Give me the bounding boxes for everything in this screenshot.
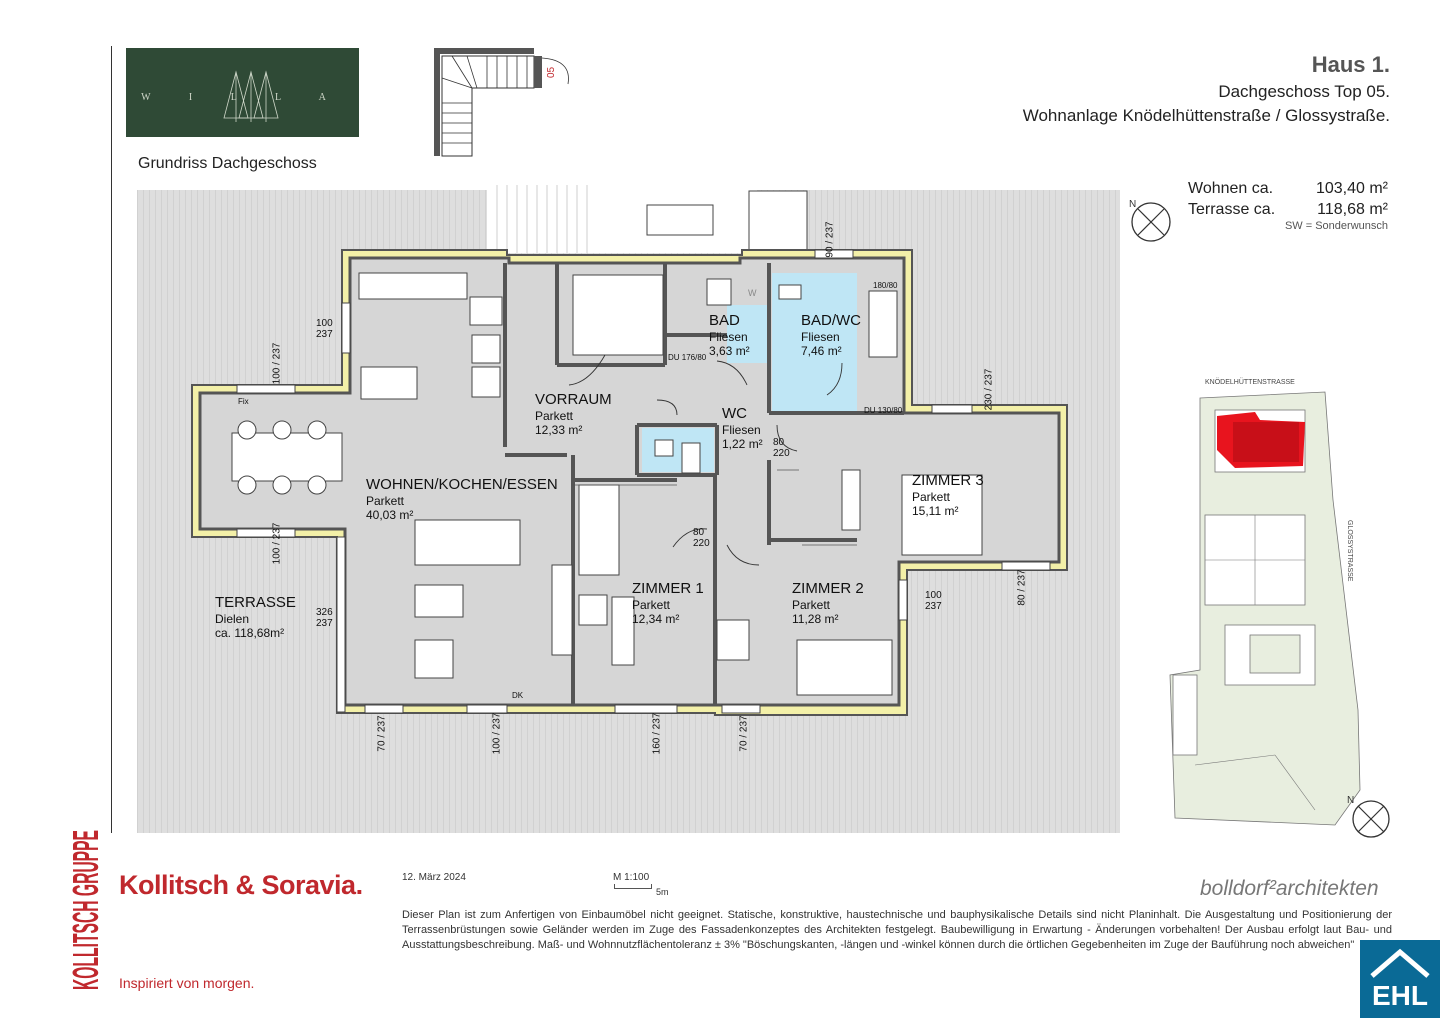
- area-row-terrasse: Terrasse ca. 118,68 m²: [1188, 201, 1388, 218]
- window-fix-label: Fix: [238, 397, 249, 406]
- plan-title: Grundriss Dachgeschoss: [138, 155, 317, 172]
- tree-icon: [223, 70, 279, 122]
- plan-scale: M 1:100: [613, 872, 650, 883]
- architect-logo: bolldorf²architekten: [1200, 877, 1379, 900]
- dim-label: 180/80: [873, 281, 898, 290]
- disclaimer: Dieser Plan ist zum Anfertigen von Einba…: [402, 909, 1392, 951]
- complex-name: Wohnanlage Knödelhüttenstraße / Glossyst…: [1022, 106, 1390, 125]
- house-icon: [1370, 948, 1430, 978]
- brand-name: Kollitsch & Soravia.: [119, 870, 363, 900]
- title-block: Haus 1. Dachgeschoss Top 05. Wohnanlage …: [1023, 52, 1390, 126]
- room-zimmer1: ZIMMER 1 Parkett 12,34 m²: [632, 580, 704, 627]
- window-dk-label: DK: [512, 691, 524, 700]
- site-plan: KNÖDELHÜTTENSTRASSE GLOSSYSTRASSE: [1169, 378, 1361, 826]
- wc-wet-area: [642, 428, 714, 472]
- bad-wet-area: [727, 305, 767, 363]
- washer-label: W: [748, 288, 757, 298]
- logo-text: W I L L A: [141, 92, 344, 103]
- floor-unit: Dachgeschoss Top 05.: [1218, 82, 1390, 101]
- site-north-arrow-icon: N: [1347, 795, 1390, 838]
- dim-label: DU 130/80: [864, 406, 903, 415]
- area-summary: Wohnen ca. 103,40 m² Terrasse ca. 118,68…: [1188, 178, 1388, 232]
- room-terrasse: TERRASSE Dielen ca. 118,68m²: [215, 594, 296, 641]
- willa-logo: W I L L A: [126, 48, 359, 137]
- dim-label: 70 / 237: [376, 715, 388, 752]
- dim-label: 100 / 237: [271, 522, 283, 565]
- street-label-2: GLOSSYSTRASSE: [1346, 520, 1353, 582]
- scale-bar: [614, 884, 652, 889]
- area-row-wohnen: Wohnen ca. 103,40 m²: [1188, 180, 1388, 197]
- scale-5m: 5m: [656, 887, 669, 897]
- room-wohnen: WOHNEN/KOCHEN/ESSEN Parkett 40,03 m²: [366, 476, 558, 523]
- dim-label: 100 / 237: [491, 712, 503, 755]
- room-badwc: BAD/WC Fliesen 7,46 m²: [801, 312, 861, 359]
- room-zimmer3: ZIMMER 3 Parkett 15,11 m²: [912, 472, 984, 519]
- street-label-1: KNÖDELHÜTTENSTRASSE: [1205, 378, 1295, 386]
- ehl-logo: EHL: [1360, 940, 1440, 1018]
- floor-plan: [137, 185, 1120, 833]
- dim-label: 90 / 237: [824, 221, 836, 258]
- room-bad: BAD Fliesen 3,63 m²: [709, 312, 750, 359]
- room-wc: WC Fliesen 1,22 m²: [722, 405, 763, 452]
- stair-unit-label: 05: [546, 66, 557, 78]
- dim-label: 230 / 237: [983, 368, 995, 411]
- north-arrow-icon: N: [1129, 199, 1171, 242]
- dim-label: 100 / 237: [271, 342, 283, 385]
- margin-line: [111, 46, 112, 833]
- plan-date: 12. März 2024: [402, 872, 466, 883]
- brand-tagline: Inspiriert von morgen.: [119, 975, 255, 991]
- svg-text:N: N: [1129, 199, 1136, 210]
- sw-note: SW = Sonderwunsch: [1284, 220, 1388, 232]
- kollitsch-gruppe-logo: KOLLITSCH GRUPPE: [65, 830, 106, 990]
- svg-text:KOLLITSCH GRUPPE: KOLLITSCH GRUPPE: [65, 830, 106, 990]
- dim-label: 70 / 237: [738, 715, 750, 752]
- dim-label: 160 / 237: [651, 712, 663, 755]
- svg-text:N: N: [1347, 795, 1354, 806]
- dim-label: 80 / 237: [1016, 569, 1028, 606]
- room-zimmer2: ZIMMER 2 Parkett 11,28 m²: [792, 580, 864, 627]
- dim-label: DU 176/80: [668, 353, 707, 362]
- house-title: Haus 1.: [1311, 52, 1390, 77]
- room-vorraum: VORRAUM Parkett 12,33 m²: [535, 391, 612, 438]
- stair-keyplan: 05: [434, 48, 569, 157]
